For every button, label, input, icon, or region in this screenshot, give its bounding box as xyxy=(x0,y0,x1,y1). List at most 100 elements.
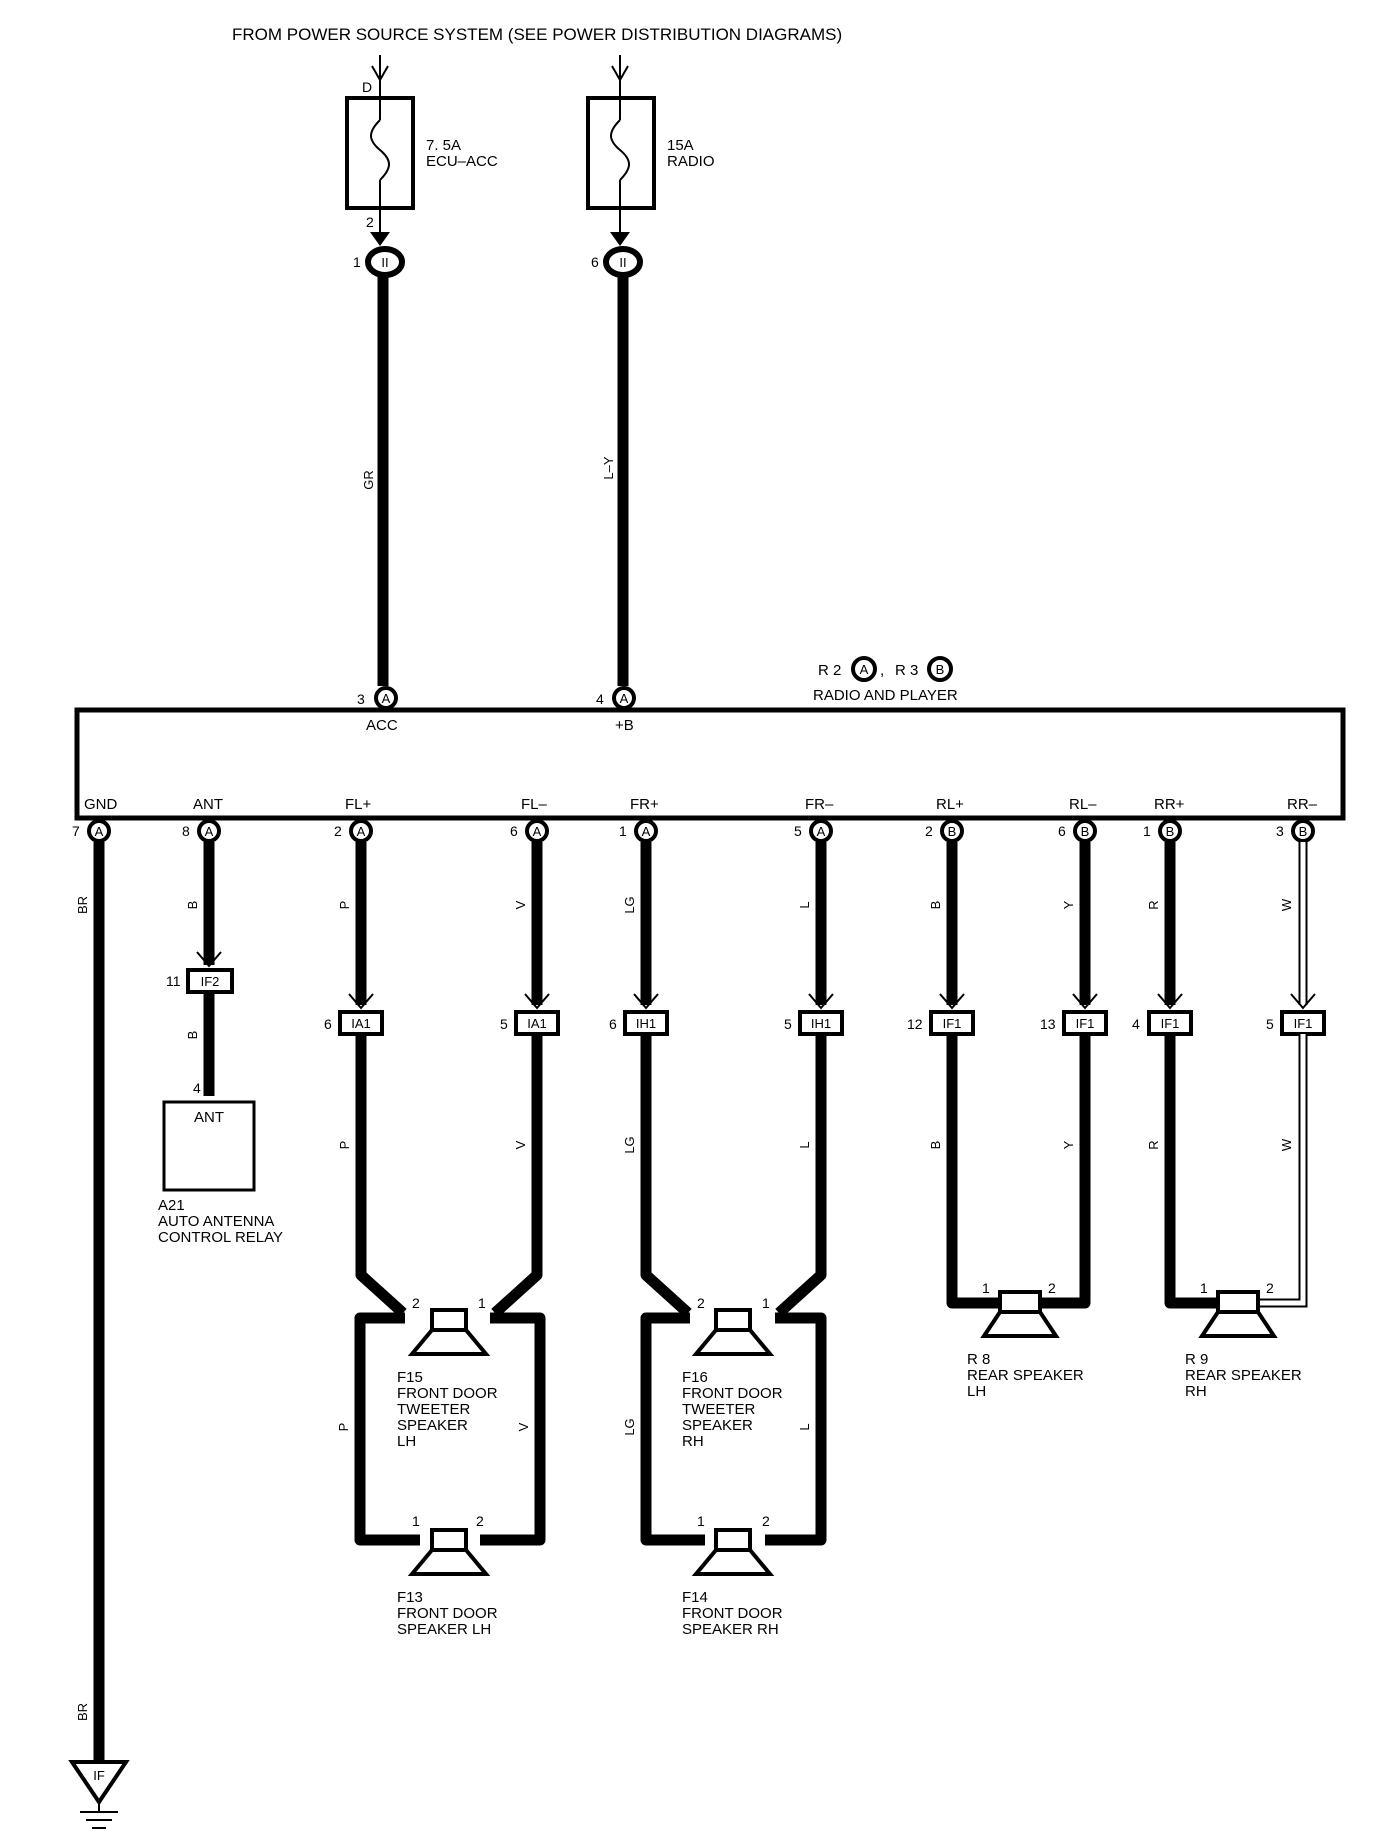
pin-num-fl-plus: 2 xyxy=(334,823,342,839)
front-speaker-lh-l2: SPEAKER LH xyxy=(397,1621,491,1638)
pin-label-rl-minus: RL– xyxy=(1069,796,1097,813)
pin-num-rr-plus: 1 xyxy=(1143,823,1151,839)
junction-if1-5-pin: 5 xyxy=(1266,1016,1274,1032)
front-speaker-rh-pin2: 2 xyxy=(762,1513,770,1529)
fuse-ecu-acc: D 7. 5A ECU–ACC 2 II 1 GR xyxy=(345,55,498,686)
pin-num-fr-minus: 5 xyxy=(794,823,802,839)
tweeter-rh-pin2: 1 xyxy=(762,1295,770,1311)
pin-num-gnd: 7 xyxy=(72,823,80,839)
front-speaker-rh-l2: SPEAKER RH xyxy=(682,1621,779,1638)
tweeter-lh-l2: TWEETER xyxy=(397,1401,470,1418)
wire-rr-plus-mid: R xyxy=(1146,1140,1161,1149)
rear-speaker-lh-code: R 8 xyxy=(967,1351,990,1368)
ground-wire: BR BR IF xyxy=(68,842,130,1829)
fuse-radio: 15A RADIO II 6 L–Y xyxy=(586,55,715,686)
radio-name: RADIO AND PLAYER xyxy=(813,687,958,704)
pin-label-rr-minus: RR– xyxy=(1287,796,1318,813)
junction-ia1-5-label: IA1 xyxy=(527,1016,547,1031)
front-left-circuit: P IA1 6 P V IA1 5 V P V 2 1 F15 FRONT DO… xyxy=(324,842,560,1638)
wire-fr-plus-mid: LG xyxy=(622,1136,637,1153)
pin-label-fl-minus: FL– xyxy=(521,796,548,813)
antenna-name-2: CONTROL RELAY xyxy=(158,1229,283,1246)
fuse-radio-ii-pin: 6 xyxy=(591,254,599,270)
tweeter-lh-wire-right: V xyxy=(516,1422,531,1431)
rear-speaker-lh-pin2: 2 xyxy=(1048,1280,1056,1296)
junction-if2-label: IF2 xyxy=(201,974,220,989)
wire-fl-minus-top: V xyxy=(513,900,528,909)
wire-fr-minus-top: L xyxy=(797,901,812,908)
fuse-radio-ii-label: II xyxy=(619,255,626,270)
tweeter-rh-l4: RH xyxy=(682,1433,704,1450)
front-speaker-rh-code: F14 xyxy=(682,1589,708,1606)
junction-if1-13-pin: 13 xyxy=(1040,1016,1056,1032)
junction-if1-12-label: IF1 xyxy=(943,1016,962,1031)
pin-label-gnd: GND xyxy=(84,796,118,813)
junction-if1-13-label: IF1 xyxy=(1076,1016,1095,1031)
tweeter-rh-code: F16 xyxy=(682,1369,708,1386)
wire-rr-plus-top: R xyxy=(1146,900,1161,909)
front-speaker-lh-code: F13 xyxy=(397,1589,423,1606)
ground-label: IF xyxy=(93,1768,105,1783)
pin-conn-fr-minus: A xyxy=(817,824,826,839)
pin-conn-rl-plus: B xyxy=(948,824,957,839)
tweeter-lh-l4: LH xyxy=(397,1433,416,1450)
tweeter-rh-l2: TWEETER xyxy=(682,1401,755,1418)
radio-top-pin-label-acc: ACC xyxy=(366,717,398,734)
rear-speaker-rh-pin1: 1 xyxy=(1200,1280,1208,1296)
rear-left-circuit: B IF1 12 B Y IF1 13 Y 1 2 R 8 REAR SPEAK… xyxy=(907,842,1108,1400)
wire-rr-minus-top: W xyxy=(1279,898,1294,911)
pin-label-fr-minus: FR– xyxy=(805,796,834,813)
speaker-icon xyxy=(407,1308,491,1356)
pin-num-rl-minus: 6 xyxy=(1058,823,1066,839)
front-speaker-lh-pin1: 1 xyxy=(412,1513,420,1529)
speaker-icon xyxy=(691,1308,775,1356)
junction-ia1-6-pin: 6 xyxy=(324,1016,332,1032)
rear-speaker-lh-pin1: 1 xyxy=(982,1280,990,1296)
junction-if2-pin: 11 xyxy=(166,973,181,989)
junction-if1-4-pin: 4 xyxy=(1132,1016,1140,1032)
tweeter-lh-wire-left: P xyxy=(336,1423,351,1432)
radio-ref-b: R 3 xyxy=(895,662,918,679)
fuse-ecu-acc-ii-label: II xyxy=(381,255,388,270)
wire-rl-minus-mid: Y xyxy=(1061,1140,1076,1149)
junction-ih1-5-label: IH1 xyxy=(811,1016,831,1031)
junction-ia1-6-label: IA1 xyxy=(351,1016,371,1031)
pin-conn-rr-minus: B xyxy=(1299,824,1308,839)
pin-conn-fl-plus: A xyxy=(357,824,366,839)
rear-speaker-lh-l2: LH xyxy=(967,1383,986,1400)
fuse-ecu-acc-letter: D xyxy=(362,79,372,95)
tweeter-lh-l3: SPEAKER xyxy=(397,1417,468,1434)
radio-top-pin-num-acc: 3 xyxy=(357,691,365,707)
wire-rl-plus-top: B xyxy=(928,901,943,910)
wire-rl-minus-top: Y xyxy=(1061,900,1076,909)
front-speaker-lh-pin2: 2 xyxy=(476,1513,484,1529)
pin-conn-fr-plus: A xyxy=(642,824,651,839)
pin-conn-rr-plus: B xyxy=(1166,824,1175,839)
antenna-circuit: B IF2 11 B 4 ANT A21 AUTO ANTENNA CONTRO… xyxy=(158,842,283,1246)
wire-rl-plus-mid: B xyxy=(928,1141,943,1150)
wire-rr-minus-mid: W xyxy=(1279,1138,1294,1151)
wire-gr: GR xyxy=(361,470,376,490)
radio-top-pin-num-b: 4 xyxy=(596,691,604,707)
radio-conn-b: B xyxy=(936,662,945,677)
radio-top-pin-label-b: +B xyxy=(615,717,634,734)
wire-br-bottom: BR xyxy=(75,1703,90,1721)
wire-fr-minus-mid: L xyxy=(797,1141,812,1148)
speaker-icon xyxy=(980,1290,1060,1338)
antenna-name-1: AUTO ANTENNA xyxy=(158,1213,274,1230)
pin-num-ant: 8 xyxy=(182,823,190,839)
radio-ref-sep: , xyxy=(880,662,884,679)
pin-conn-rl-minus: B xyxy=(1081,824,1090,839)
radio-and-player: R 2 A , R 3 B RADIO AND PLAYER A 3 ACC A… xyxy=(74,656,1346,821)
junction-ih1-6-pin: 6 xyxy=(609,1016,617,1032)
wire-fr-plus-top: LG xyxy=(622,896,637,913)
junction-if1-4-label: IF1 xyxy=(1161,1016,1180,1031)
header-title: FROM POWER SOURCE SYSTEM (SEE POWER DIST… xyxy=(232,25,842,44)
tweeter-lh-pin1: 2 xyxy=(412,1295,420,1311)
rear-speaker-rh-l2: RH xyxy=(1185,1383,1207,1400)
wire-l-y: L–Y xyxy=(601,456,616,479)
junction-ia1-5-pin: 5 xyxy=(500,1016,508,1032)
front-speaker-rh-pin1: 1 xyxy=(697,1513,705,1529)
pin-num-fr-plus: 1 xyxy=(619,823,627,839)
fuse-radio-name: RADIO xyxy=(667,153,715,170)
